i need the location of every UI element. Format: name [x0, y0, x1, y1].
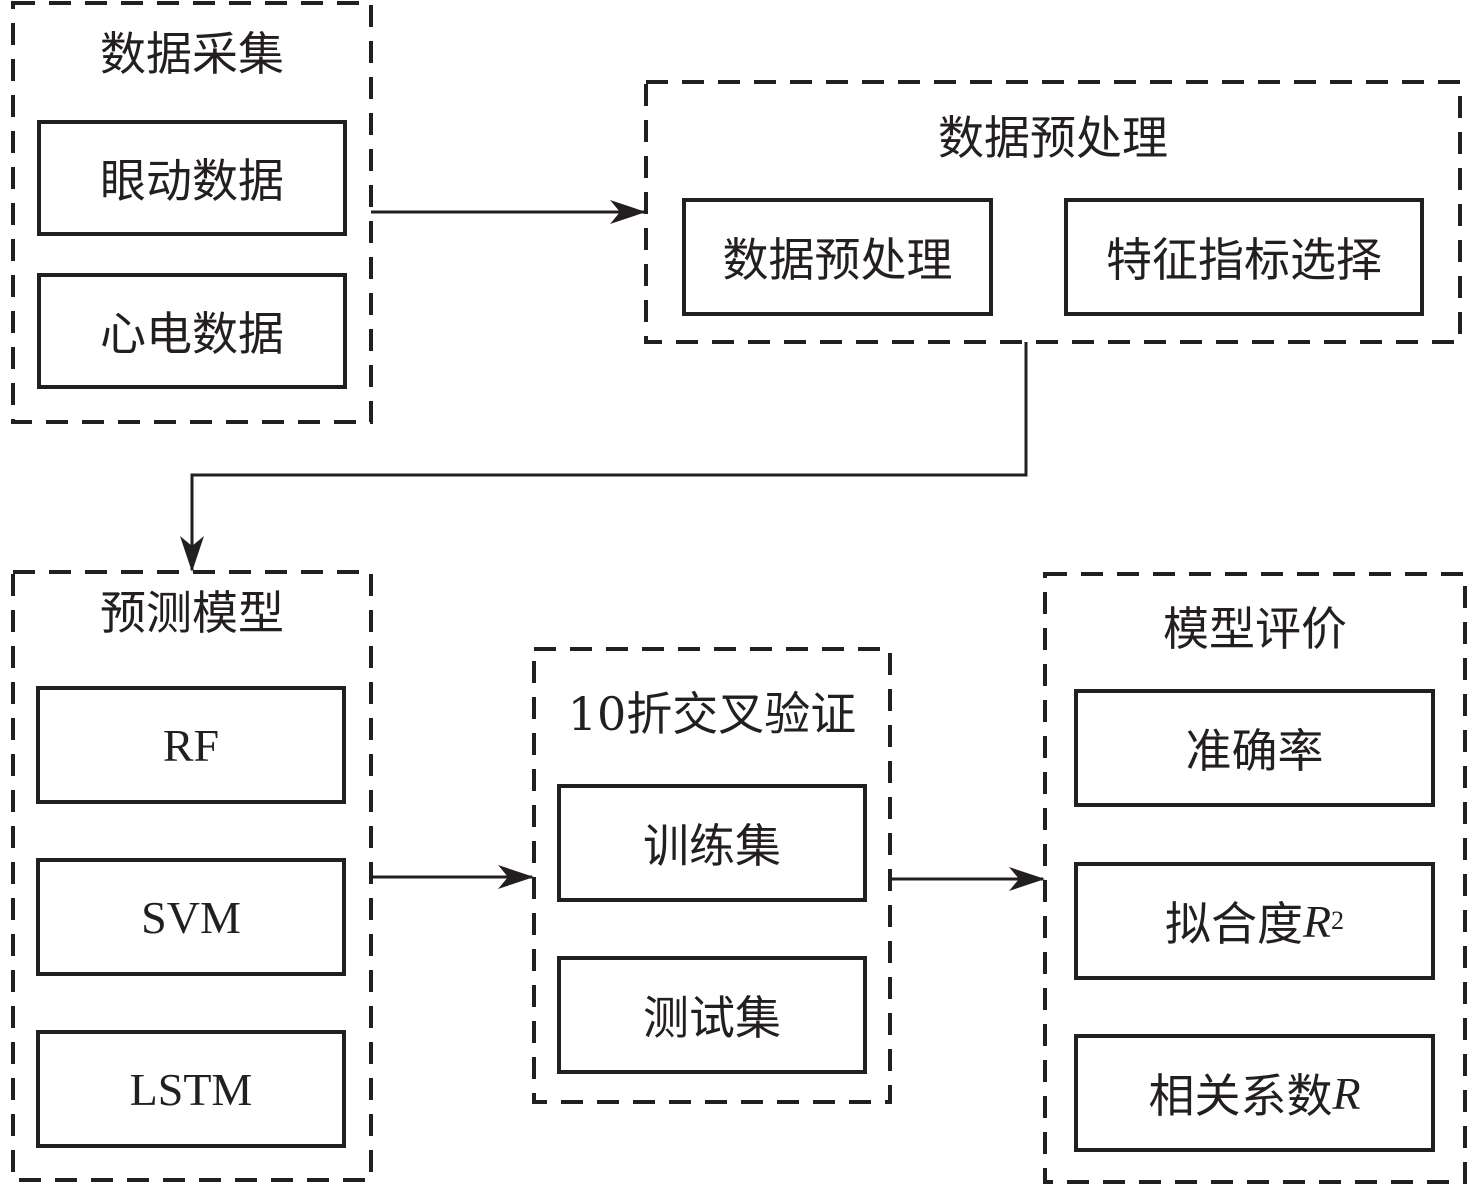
group-data-preprocessing: 数据预处理 [646, 82, 1460, 342]
group-border-cross-validation [532, 647, 892, 1104]
node-feature-selection: 特征指标选择 [1064, 198, 1424, 316]
group-cross-validation: 10折交叉验证 [534, 649, 890, 1102]
node-model-lstm: LSTM [36, 1030, 346, 1148]
metric-label-goodness-of-fit: 拟合度 [1164, 897, 1303, 951]
group-title-model-evaluation: 模型评价 [1163, 602, 1347, 656]
group-model-evaluation: 模型评价 [1045, 574, 1465, 1182]
edge-preprocessing-to-models [180, 342, 1028, 572]
group-title-cross-validation: 10折交叉验证 [567, 687, 857, 741]
group-border-data-preprocessing [644, 80, 1462, 344]
node-test-set: 测试集 [557, 956, 867, 1074]
node-training-set: 训练集 [557, 784, 867, 902]
metric-label-accuracy: 准确率 [1185, 724, 1324, 778]
metric-variable-r: R [1302, 895, 1332, 947]
node-ecg-data: 心电数据 [37, 273, 347, 389]
group-border-model-evaluation [1043, 572, 1467, 1184]
node-model-svm: SVM [36, 858, 346, 976]
node-data-preprocessing: 数据预处理 [682, 198, 993, 316]
group-border-data-collection [11, 1, 373, 424]
group-title-data-preprocessing: 数据预处理 [938, 111, 1168, 165]
metric-variable-r: R [1332, 1067, 1361, 1119]
group-prediction-models: 预测模型 [13, 572, 371, 1180]
node-model-rf: RF [36, 686, 346, 804]
group-data-collection: 数据采集 [13, 3, 371, 422]
group-title-prediction-models: 预测模型 [100, 586, 284, 640]
group-title-data-collection: 数据采集 [100, 27, 284, 81]
node-accuracy: 准确率 [1074, 689, 1435, 807]
metric-label-correlation: 相关系数 [1148, 1069, 1333, 1123]
node-eye-movement-data: 眼动数据 [37, 120, 347, 236]
